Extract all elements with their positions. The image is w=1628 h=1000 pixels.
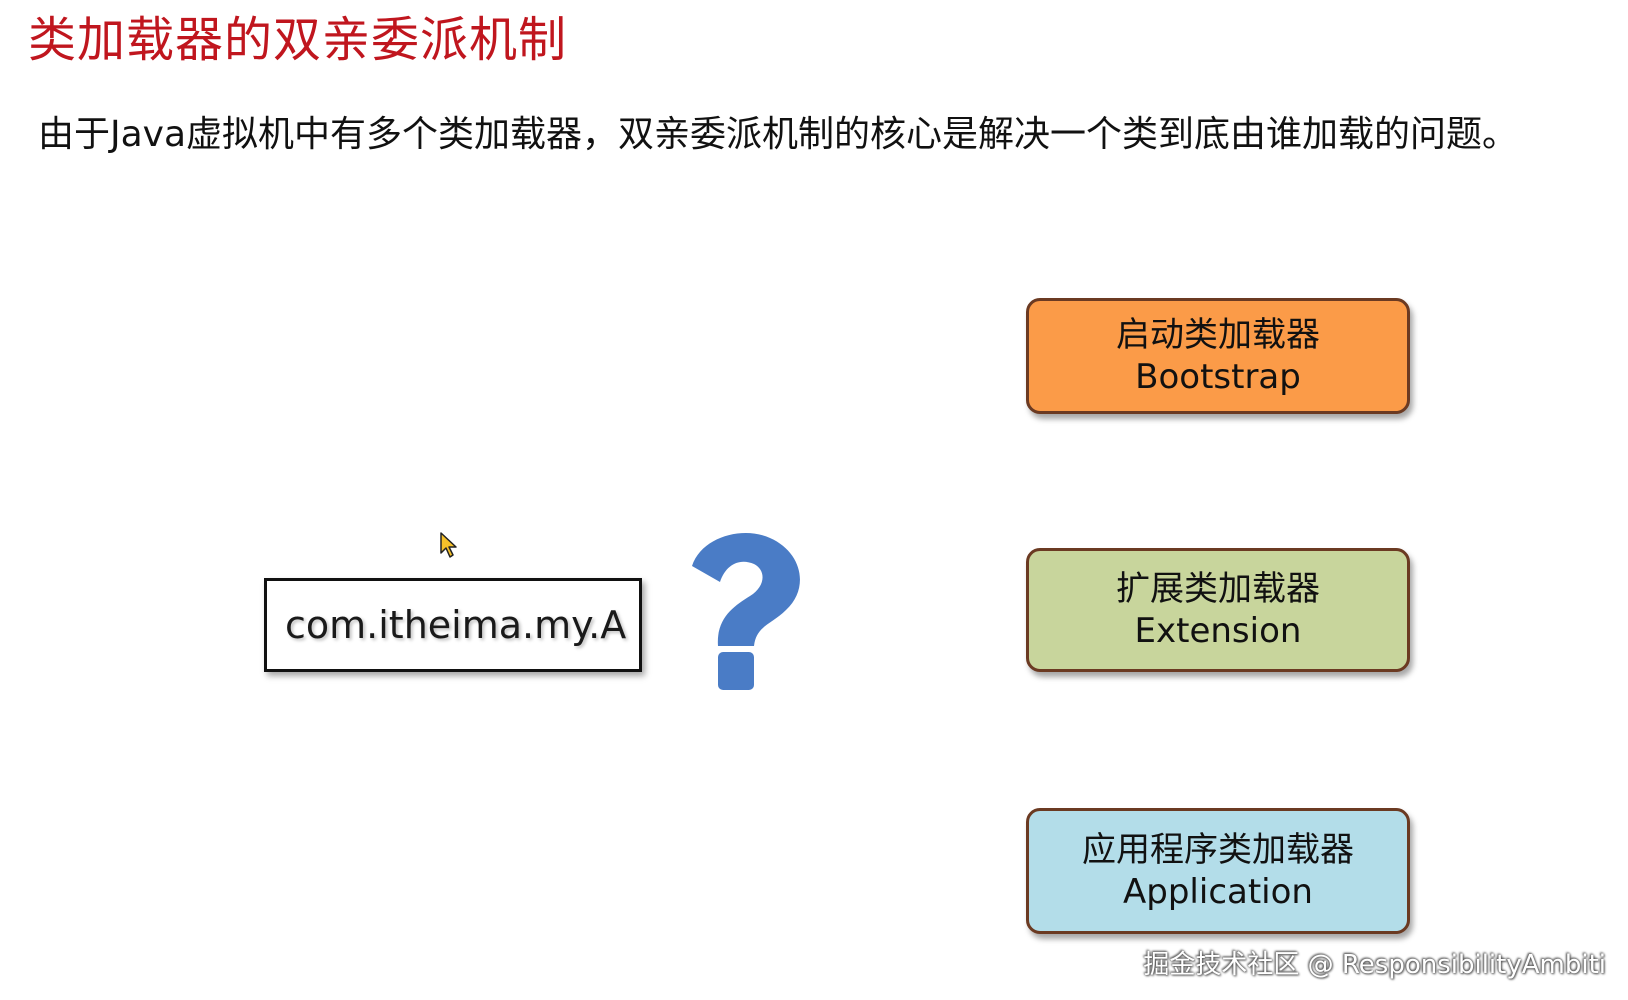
class-name-box: com.itheima.my.A [264,578,642,672]
watermark: 掘金技术社区 @ ResponsibilityAmbiti [1143,950,1606,980]
slide-title: 类加载器的双亲委派机制 [28,12,568,68]
class-name-label: com.itheima.my.A [285,603,627,647]
application-loader-box: 应用程序类加载器 Application [1026,808,1410,934]
bootstrap-loader-box: 启动类加载器 Bootstrap [1026,298,1410,414]
loader-name-en: Bootstrap [1135,357,1301,397]
loader-name-cn: 应用程序类加载器 [1082,830,1354,870]
mouse-pointer-icon [440,532,458,562]
question-mark-icon [674,526,814,700]
loader-name-cn: 扩展类加载器 [1116,569,1320,609]
loader-name-en: Application [1123,872,1313,912]
loader-name-cn: 启动类加载器 [1116,315,1320,355]
extension-loader-box: 扩展类加载器 Extension [1026,548,1410,672]
loader-name-en: Extension [1134,611,1302,651]
slide-subtitle: 由于Java虚拟机中有多个类加载器，双亲委派机制的核心是解决一个类到底由谁加载的… [38,114,1519,155]
